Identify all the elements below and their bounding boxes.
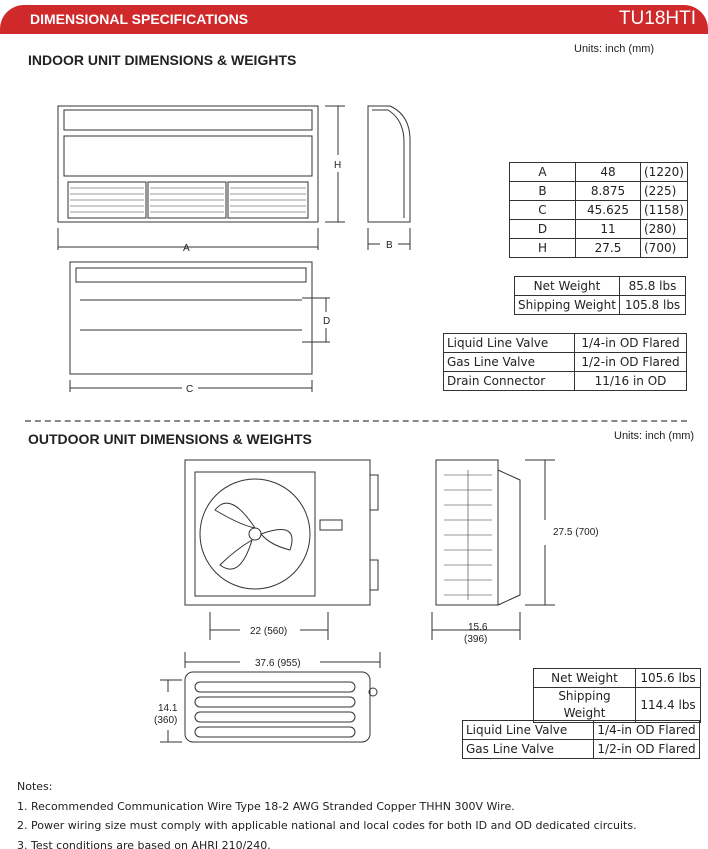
table-cell: A: [509, 162, 576, 182]
table-cell: 85.8 lbs: [619, 276, 686, 296]
table-cell: Liquid Line Valve: [443, 333, 575, 353]
table-cell: 105.8 lbs: [619, 295, 686, 315]
table-cell: 48: [575, 162, 641, 182]
table-cell: Shipping Weight: [514, 295, 620, 315]
indoor-front-view: [57, 105, 319, 250]
page-title: DIMENSIONAL SPECIFICATIONS: [30, 11, 249, 27]
outdoor-width-label: 37.6 (955): [255, 658, 301, 669]
header-bar: DIMENSIONAL SPECIFICATIONS TU18HTI: [0, 5, 708, 34]
table-cell: 114.4 lbs: [635, 687, 701, 723]
table-cell: 1/4-in OD Flared: [593, 720, 700, 740]
outdoor-height-label: 27.5 (700): [553, 527, 599, 538]
table-cell: H: [509, 238, 576, 258]
table-cell: Liquid Line Valve: [462, 720, 594, 740]
label-c: C: [186, 384, 193, 395]
section-divider: [25, 420, 687, 422]
table-cell: (280): [640, 219, 688, 239]
indoor-bottom-view: [69, 261, 330, 392]
table-cell: Drain Connector: [443, 371, 575, 391]
label-b: B: [386, 240, 393, 251]
outdoor-depth-label: 15.6: [468, 622, 488, 633]
table-cell: D: [509, 219, 576, 239]
table-cell: Net Weight: [533, 668, 636, 688]
note-item: 2. Power wiring size must comply with ap…: [17, 819, 637, 832]
outdoor-front-view: [184, 459, 379, 640]
table-cell: Net Weight: [514, 276, 620, 296]
table-cell: 8.875: [575, 181, 641, 201]
indoor-units: Units: inch (mm): [574, 43, 655, 55]
table-cell: 1/2-in OD Flared: [593, 739, 700, 759]
outdoor-width-base-label: 22 (560): [250, 626, 287, 637]
notes-title: Notes:: [17, 780, 53, 793]
table-cell: 105.6 lbs: [635, 668, 701, 688]
table-cell: (1220): [640, 162, 688, 182]
table-cell: B: [509, 181, 576, 201]
table-cell: Shipping Weight: [533, 687, 636, 723]
table-cell: 11: [575, 219, 641, 239]
label-a: A: [183, 243, 190, 254]
indoor-side-view: [325, 105, 411, 250]
outdoor-top-depth-label: 14.1: [158, 703, 178, 714]
table-cell: (225): [640, 181, 688, 201]
model-number: TU18HTI: [618, 8, 696, 29]
table-cell: 27.5: [575, 238, 641, 258]
outdoor-units: Units: inch (mm): [614, 430, 695, 442]
label-h: H: [334, 160, 341, 171]
outdoor-depth-mm-label: (396): [464, 634, 487, 645]
table-cell: 1/4-in OD Flared: [574, 333, 687, 353]
table-cell: 45.625: [575, 200, 641, 220]
label-d: D: [323, 316, 330, 327]
note-item: 3. Test conditions are based on AHRI 210…: [17, 838, 271, 849]
table-cell: (700): [640, 238, 688, 258]
table-cell: C: [509, 200, 576, 220]
table-cell: 11/16 in OD: [574, 371, 687, 391]
notes: Notes: 1. Recommended Communication Wire…: [17, 777, 637, 849]
outdoor-top-depth-mm-label: (360): [154, 715, 177, 726]
table-cell: (1158): [640, 200, 688, 220]
table-cell: 1/2-in OD Flared: [574, 352, 687, 372]
outdoor-top-view: [160, 652, 381, 743]
note-item: 1. Recommended Communication Wire Type 1…: [17, 799, 515, 813]
table-cell: Gas Line Valve: [443, 352, 575, 372]
outdoor-heading: OUTDOOR UNIT DIMENSIONS & WEIGHTS: [28, 431, 312, 447]
table-cell: Gas Line Valve: [462, 739, 594, 759]
indoor-heading: INDOOR UNIT DIMENSIONS & WEIGHTS: [28, 52, 297, 68]
outdoor-side-view: [431, 459, 555, 640]
